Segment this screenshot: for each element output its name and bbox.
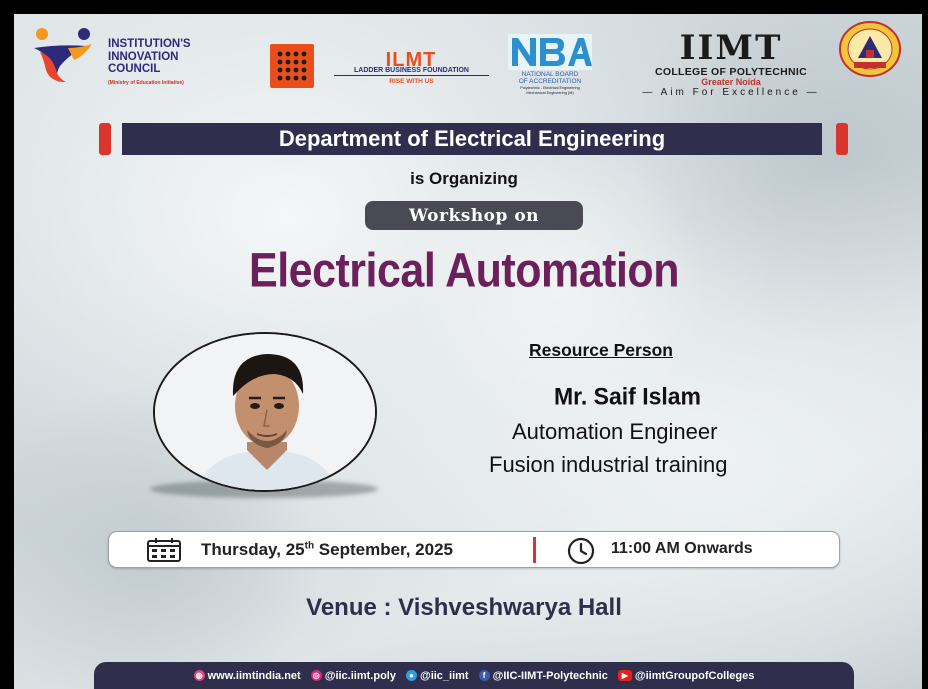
globe-icon: ◍ bbox=[193, 670, 205, 681]
footer-bar: ◍ www.iimtindia.net ◎ @iic.iimt.poly ● @… bbox=[94, 662, 854, 689]
resource-person-name: Mr. Saif Islam bbox=[554, 382, 702, 410]
iimt-name: IIMT bbox=[679, 28, 783, 68]
instagram-icon: ◎ bbox=[310, 670, 322, 681]
ladder-tagline: RISE WITH US bbox=[389, 78, 434, 85]
nba-line3: Polytechnic - Electrical Engineering bbox=[520, 86, 580, 90]
footer-facebook[interactable]: f @IIC-IIMT-Polytechnic bbox=[478, 670, 608, 682]
schedule-pill: Thursday, 25th September, 2025 11:00 AM … bbox=[108, 531, 840, 568]
nba-line2: OF ACCREDITATION bbox=[518, 78, 582, 85]
dept-accent-left bbox=[99, 123, 111, 155]
footer-instagram[interactable]: ◎ @iic.iimt.poly bbox=[310, 669, 396, 682]
ladder-name: ILMT bbox=[385, 49, 437, 71]
workshop-label: Workshop on bbox=[365, 201, 583, 230]
nba-line1: NATIONAL BOARD bbox=[521, 71, 579, 78]
resource-person-role: Automation Engineer bbox=[512, 419, 718, 444]
organizing-text: is Organizing bbox=[410, 169, 518, 188]
twitter-icon: ● bbox=[405, 670, 417, 681]
iic-sub: (Ministry of Education Initiative) bbox=[108, 80, 184, 86]
iic-line2: INNOVATION bbox=[108, 50, 179, 63]
footer-website[interactable]: ◍ www.iimtindia.net bbox=[193, 669, 301, 682]
resource-person-org: Fusion industrial training bbox=[489, 452, 728, 477]
ladder-grid-icon bbox=[270, 44, 314, 88]
venue-text: Venue : Vishveshwarya Hall bbox=[306, 594, 622, 621]
workshop-title: Electrical Automation bbox=[249, 244, 679, 298]
event-time: 11:00 AM Onwards bbox=[611, 540, 753, 557]
nba-line4: Mechanical Engineering (M) bbox=[526, 90, 574, 95]
college-emblem-icon bbox=[838, 20, 902, 78]
nba-logo: NATIONAL BOARD OF ACCREDITATION Polytech… bbox=[500, 34, 600, 98]
footer-youtube[interactable]: ▶ @iimtGroupofColleges bbox=[617, 670, 754, 682]
date-time-divider bbox=[533, 537, 536, 563]
ladder-foundation: LADDER BUSINESS FOUNDATION bbox=[334, 67, 489, 76]
ladder-logo: ILMT LADDER BUSINESS FOUNDATION RISE WIT… bbox=[270, 44, 490, 88]
dept-accent-right bbox=[836, 123, 848, 155]
resource-person-photo bbox=[153, 332, 377, 492]
iic-line3: COUNCIL bbox=[108, 63, 161, 75]
department-banner: Department of Electrical Engineering bbox=[122, 123, 822, 155]
calendar-icon bbox=[147, 538, 181, 562]
clock-icon bbox=[567, 537, 595, 565]
person-portrait-icon bbox=[155, 334, 375, 490]
iic-logo: INSTITUTION'S INNOVATION COUNCIL (Minist… bbox=[30, 20, 240, 90]
event-date: Thursday, 25th September, 2025 bbox=[201, 540, 453, 559]
iimt-logo: IIMT COLLEGE OF POLYTECHNIC Greater Noid… bbox=[626, 28, 848, 100]
iimt-motto: — Aim For Excellence — bbox=[642, 87, 820, 98]
footer-twitter[interactable]: ● @iic_iimt bbox=[405, 670, 469, 682]
facebook-icon: f bbox=[478, 670, 490, 681]
nba-mark-icon bbox=[508, 34, 592, 70]
iic-line1: INSTITUTION'S bbox=[108, 38, 191, 50]
resource-person-label: Resource Person bbox=[529, 340, 673, 360]
iimt-location: Greater Noida bbox=[701, 77, 761, 87]
iimt-college: COLLEGE OF POLYTECHNIC bbox=[654, 66, 808, 78]
iic-mark-icon bbox=[34, 28, 92, 82]
youtube-icon: ▶ bbox=[617, 670, 632, 681]
